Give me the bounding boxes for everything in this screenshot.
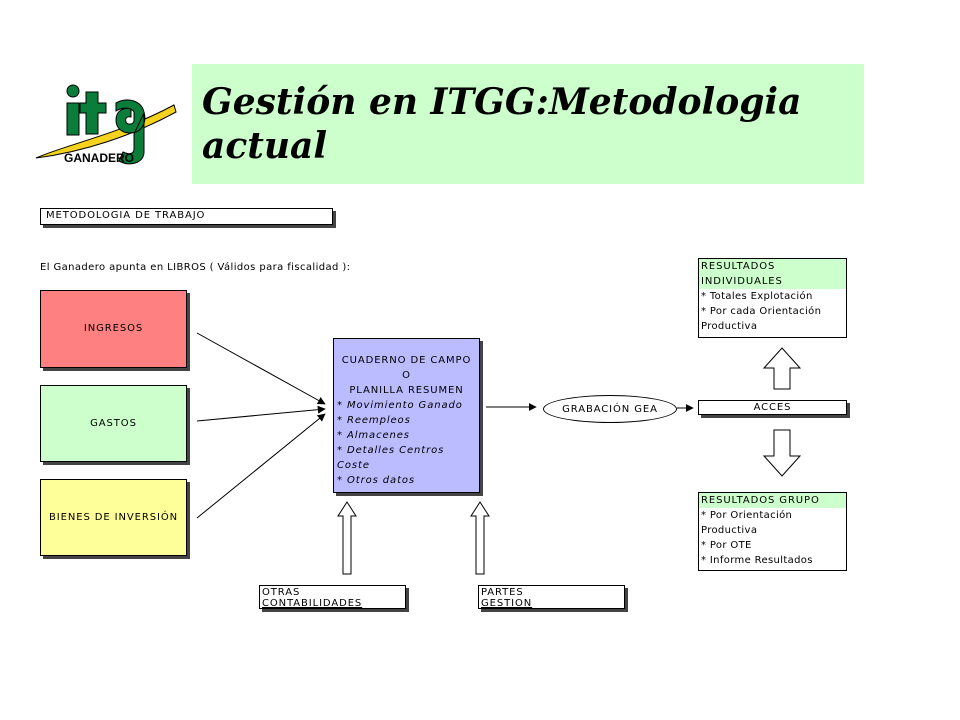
ingresos-box: INGRESOS — [40, 290, 187, 368]
logo-ganadero-text: GANADERO — [64, 151, 134, 165]
grabacion-gea-label: GRABACIÓN GEA — [562, 403, 658, 415]
otras-contabilidades-box: OTRAS CONTABILIDADES — [259, 585, 406, 609]
resultado-por-orientacion: * Por cada Orientación — [701, 306, 822, 317]
bienes-inversion-label: BIENES DE INVERSIÓN — [49, 511, 178, 523]
logo-g — [115, 99, 146, 165]
logo-itg-text: itg — [65, 82, 68, 85]
cuaderno-item-reempleos: * Reempleos — [337, 415, 411, 426]
cuaderno-item-movimiento: * Movimiento Ganado — [337, 400, 463, 411]
methodology-label: METODOLOGIA DE TRABAJO — [46, 210, 206, 221]
grabacion-gea-ellipse: GRABACIÓN GEA — [543, 395, 677, 423]
gastos-box: GASTOS — [40, 385, 187, 462]
partes-gestion-box: PARTES GESTION — [478, 585, 625, 609]
acces-label: ACCES — [753, 402, 792, 413]
up-arrow-partes-to-cuaderno — [470, 501, 490, 575]
cuaderno-title-line-1: CUADERNO DE CAMPO — [341, 355, 472, 366]
cuaderno-title-line-3: PLANILLA RESUMEN — [349, 385, 464, 396]
cuaderno-item-almacenes: * Almacenes — [337, 430, 410, 441]
page-title: Gestión en ITGG:Metodologia actual — [202, 81, 802, 167]
logo-dot — [66, 84, 80, 98]
resultados-individuales-box: RESULTADOS INDIVIDUALES * Totales Explot… — [698, 258, 847, 338]
ingresos-label: INGRESOS — [83, 323, 144, 334]
resultados-grupo-box: RESULTADOS GRUPO * Por Orientación Produ… — [698, 492, 847, 571]
otras-label-line-1: OTRAS — [262, 587, 301, 598]
block-arrow-up-to-individuales — [762, 347, 802, 390]
cuaderno-title-line-2: O — [402, 370, 411, 381]
logo-i-stem — [66, 102, 80, 136]
resultado-productiva: Productiva — [701, 321, 758, 332]
cuaderno-campo-box: CUADERNO DE CAMPO O PLANILLA RESUMEN * M… — [333, 338, 480, 493]
title-banner: Gestión en ITGG:Metodologia actual — [192, 64, 864, 184]
bienes-inversion-box: BIENES DE INVERSIÓN — [40, 479, 187, 556]
itg-ganadero-logo: itg GANADERO — [35, 82, 177, 165]
resultados-individuales-heading-1: RESULTADOS — [699, 259, 846, 274]
gastos-label: GASTOS — [90, 417, 137, 429]
intro-text: El Ganadero apunta en LIBROS ( Válidos p… — [40, 262, 351, 273]
resultados-grupo-heading: RESULTADOS GRUPO — [699, 493, 846, 508]
grupo-informe-resultados: * Informe Resultados — [701, 555, 813, 566]
arrow-bienes-to-cuaderno — [196, 413, 326, 519]
otras-label-line-2: CONTABILIDADES — [262, 598, 363, 609]
acces-box: ACCES — [698, 400, 847, 415]
logo-t — [79, 91, 107, 135]
methodology-label-box: METODOLOGIA DE TRABAJO — [40, 208, 333, 225]
cuaderno-item-otros: * Otros datos — [337, 475, 416, 486]
partes-label-line-2: GESTION — [481, 598, 533, 609]
grupo-por-orientacion: * Por Orientación — [701, 510, 793, 521]
cuaderno-items: * Movimiento Ganado * Reempleos * Almace… — [334, 398, 479, 488]
resultado-totales-explotacion: * Totales Explotación — [701, 291, 813, 302]
resultados-individuales-heading-2: INDIVIDUALES — [699, 274, 846, 289]
up-arrow-otras-to-cuaderno — [337, 501, 357, 575]
arrow-gastos-to-cuaderno — [196, 405, 326, 422]
logo-swoosh — [35, 104, 177, 159]
block-arrow-down-to-grupo — [762, 429, 802, 477]
partes-label-line-1: PARTES — [481, 587, 524, 598]
grupo-por-ote: * Por OTE — [701, 540, 752, 551]
cuaderno-item-detalles: * Detalles Centros Coste — [337, 445, 445, 471]
arrow-ingresos-to-cuaderno — [196, 332, 326, 405]
grupo-productiva: Productiva — [701, 525, 758, 536]
